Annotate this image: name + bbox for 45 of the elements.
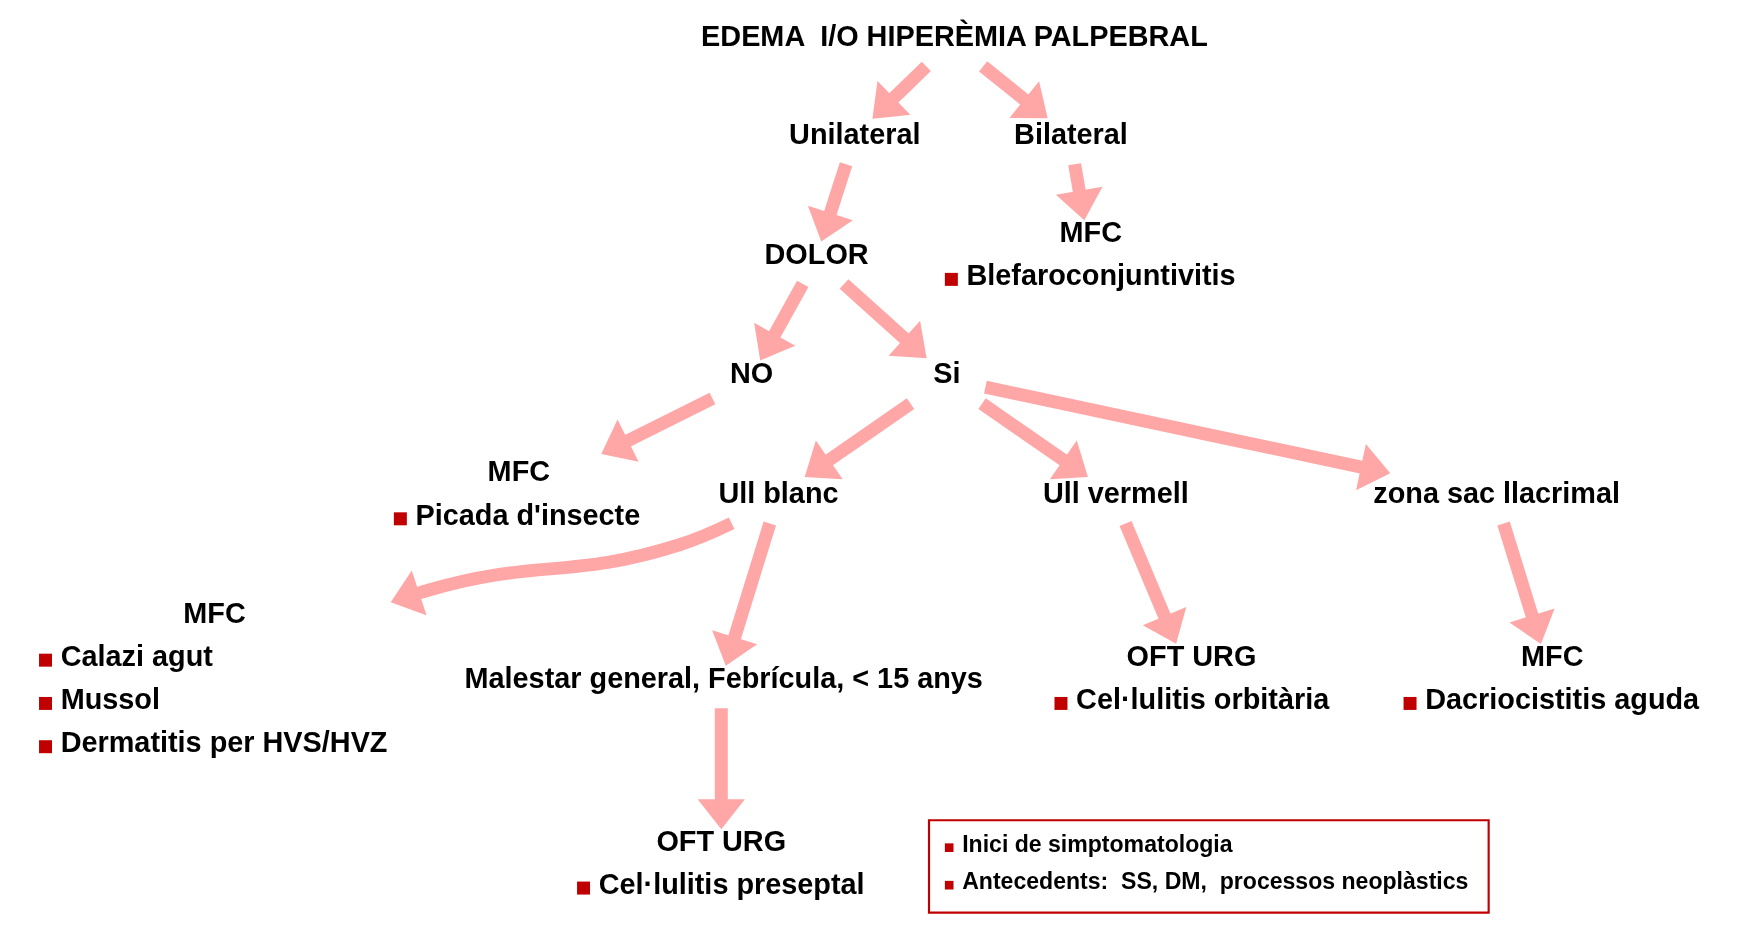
arrow: [1055, 163, 1103, 221]
arrow: [839, 279, 927, 359]
node-label: MFC: [1521, 639, 1584, 672]
node-label: Picada d'insecte: [415, 498, 641, 531]
node-box: [393, 512, 407, 526]
node-text: Unilateral: [789, 117, 921, 150]
node-text: Bilateral: [1014, 117, 1128, 150]
node-box: [1403, 696, 1417, 710]
node-text: NO: [729, 357, 774, 390]
node-box: [577, 881, 591, 895]
node-label: MFC: [487, 455, 551, 488]
node-label: Dacriocistitis aguda: [1425, 683, 1700, 716]
arrow: [804, 398, 915, 480]
node-box: [944, 272, 958, 286]
arrow: [697, 708, 745, 830]
arrow: [601, 392, 716, 462]
arrow: [1497, 521, 1555, 645]
node-label: MFC: [183, 596, 246, 629]
node-text: Ull vermell: [1042, 476, 1189, 509]
node-label: Mussol: [60, 683, 160, 716]
node-box: [1054, 696, 1068, 710]
arrow: [807, 162, 853, 242]
arrow: [872, 61, 931, 119]
node-label: Dermatitis per HVS/HVZ: [60, 726, 388, 759]
node-text: Malestar general, Febrícula, < 15 anys: [464, 661, 983, 694]
node-text: Si: [933, 357, 961, 390]
node-text: zona sac llacrimal: [1373, 476, 1621, 509]
node-label: Cel·lulitis orbitària: [1076, 683, 1330, 716]
arrow: [754, 280, 809, 361]
arrow: [984, 380, 1391, 491]
arrow: [978, 398, 1088, 480]
node-text: Ull blanc: [718, 476, 839, 509]
node-label: Calazi agut: [60, 639, 213, 672]
node-label: Blefaroconjuntivitis: [966, 259, 1236, 292]
node-label: Cel·lulitis preseptal: [598, 867, 865, 900]
arrow: [712, 521, 777, 666]
arrow: [979, 61, 1048, 119]
arrow: [1119, 521, 1187, 644]
node-label: MFC: [1059, 215, 1122, 248]
node-label: OFT URG: [1126, 639, 1257, 672]
node-box: Inici de simptomatologia Antecedents: SS, DM, processos neoplàstics: [927, 819, 1490, 914]
node-text: DOLOR: [764, 237, 869, 270]
arrow: [390, 517, 735, 616]
node-label: OFT URG: [656, 824, 787, 857]
node-text: EDEMA I/O HIPERÈMIA PALPEBRAL: [701, 19, 1208, 52]
